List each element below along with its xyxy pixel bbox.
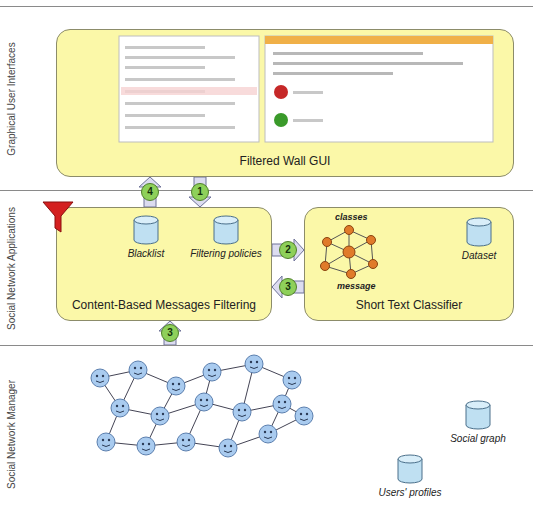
callout-number: 3 bbox=[279, 278, 297, 296]
block-arrow bbox=[189, 177, 211, 207]
layer-band: Social Network Manager Social graphUsers'… bbox=[0, 345, 533, 522]
database-label: Social graph bbox=[448, 431, 508, 445]
gui-box: Filtered Wall GUI bbox=[56, 29, 514, 177]
database-cylinder: Dataset bbox=[460, 216, 499, 262]
message-label: message bbox=[337, 281, 376, 291]
classifier-box: Short Text Classifier Dataset classes messa… bbox=[304, 207, 514, 321]
database-cylinder: Filtering policies bbox=[188, 214, 264, 260]
box-title: Content-Based Messages Filtering bbox=[61, 298, 267, 312]
layer-band: Social Network ApplicationsContent-Based… bbox=[0, 190, 533, 345]
cylinder-outline bbox=[463, 399, 493, 431]
callout-number: 3 bbox=[161, 324, 179, 342]
database-cylinder: Users' profiles bbox=[376, 453, 444, 499]
layer-label: Social Network Manager bbox=[6, 351, 18, 518]
filter-funnel bbox=[41, 198, 81, 238]
callout-number: 1 bbox=[191, 183, 209, 201]
layer-band: Graphical User InterfacesFiltered Wall G… bbox=[0, 6, 533, 190]
database-label: Blacklist bbox=[126, 246, 167, 260]
cylinder-outline bbox=[131, 214, 161, 246]
block-arrow bbox=[272, 276, 304, 298]
cylinder-outline bbox=[464, 216, 494, 248]
layer-label: Social Network Applications bbox=[6, 196, 18, 341]
classes-label: classes bbox=[335, 212, 368, 222]
database-label: Filtering policies bbox=[188, 246, 264, 260]
block-arrow bbox=[159, 321, 181, 345]
database-label: Users' profiles bbox=[376, 485, 444, 499]
cylinder-outline bbox=[211, 214, 241, 246]
block-arrow bbox=[272, 239, 304, 261]
block-arrow bbox=[139, 177, 161, 207]
box-title: Short Text Classifier bbox=[309, 298, 509, 312]
database-cylinder: Social graph bbox=[448, 399, 508, 445]
layer-label: Graphical User Interfaces bbox=[6, 12, 18, 186]
database-cylinder: Blacklist bbox=[126, 214, 167, 260]
callout-number: 2 bbox=[279, 241, 297, 259]
cylinder-outline bbox=[395, 453, 425, 485]
filtering-box: Content-Based Messages Filtering Blacklis… bbox=[56, 207, 272, 321]
database-label: Dataset bbox=[460, 248, 499, 262]
callout-number: 4 bbox=[141, 183, 159, 201]
box-title: Filtered Wall GUI bbox=[61, 154, 509, 168]
